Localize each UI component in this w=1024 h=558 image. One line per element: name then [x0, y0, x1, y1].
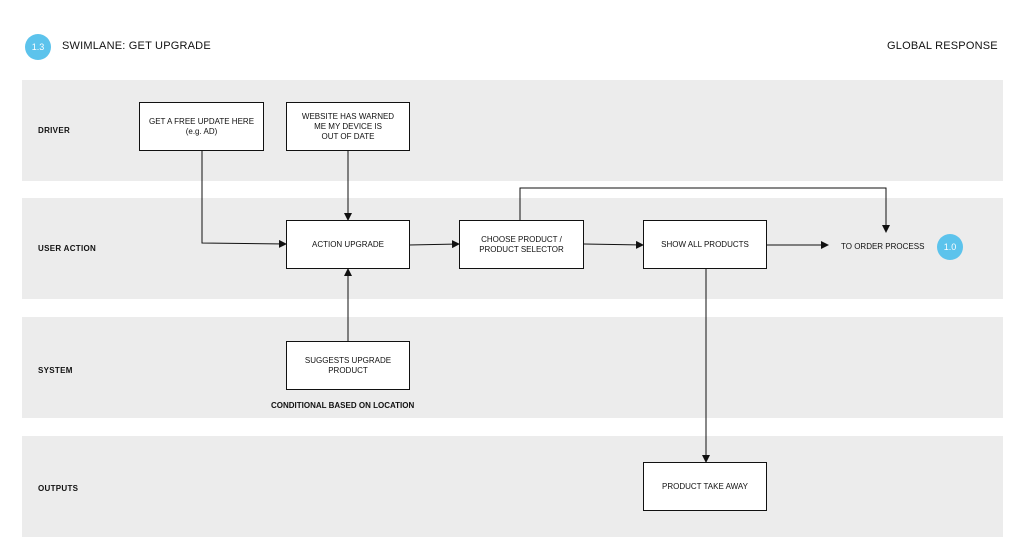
order-process-label: TO ORDER PROCESS — [841, 242, 925, 251]
lane-outputs — [22, 436, 1003, 537]
box-product-take-away: PRODUCT TAKE AWAY — [643, 462, 767, 511]
box-choose-product: CHOOSE PRODUCT / PRODUCT SELECTOR — [459, 220, 584, 269]
section-number-badge: 1.3 — [25, 34, 51, 60]
connector-action-to-choose — [408, 240, 460, 249]
lane-label-outputs: OUTPUTS — [38, 484, 79, 493]
connector-free-update-to-action — [201, 151, 287, 248]
box-free-update: GET A FREE UPDATE HERE (e.g. AD) — [139, 102, 264, 151]
order-process-badge: 1.0 — [937, 234, 963, 260]
lane-label-driver: DRIVER — [38, 126, 71, 135]
lane-label-system: SYSTEM — [38, 366, 73, 375]
conditional-note: CONDITIONAL BASED ON LOCATION — [271, 401, 415, 410]
connector-choose-to-order-top — [519, 187, 890, 233]
page-title: SWIMLANE: GET UPGRADE — [62, 40, 211, 52]
lane-label-user-action: USER ACTION — [38, 244, 97, 253]
box-suggests-upgrade: SUGGESTS UPGRADE PRODUCT — [286, 341, 410, 390]
box-action-upgrade: ACTION UPGRADE — [286, 220, 410, 269]
box-website-warned: WEBSITE HAS WARNED ME MY DEVICE IS OUT O… — [286, 102, 410, 151]
connector-choose-to-show — [583, 240, 644, 249]
lane-system — [22, 317, 1003, 418]
global-response-label: GLOBAL RESPONSE — [887, 40, 998, 52]
box-show-all-products: SHOW ALL PRODUCTS — [643, 220, 767, 269]
